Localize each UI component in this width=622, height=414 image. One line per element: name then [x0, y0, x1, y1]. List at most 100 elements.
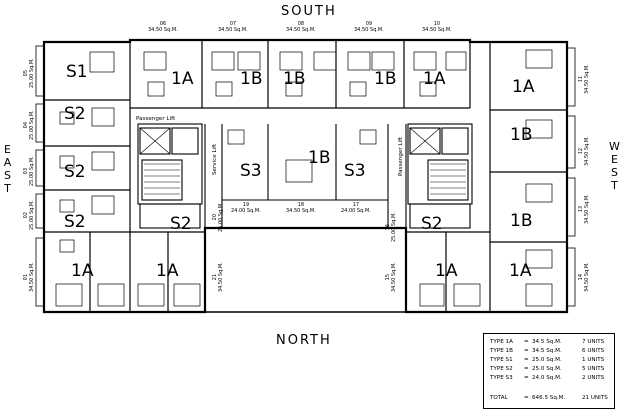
legend-total-area: 646.5 Sq.M.	[532, 395, 566, 401]
building-outline	[42, 38, 569, 314]
unit-type-label: 1A	[156, 261, 179, 281]
unit-area: 34.50 Sq.M.	[286, 27, 316, 33]
unit-type-label: S3	[240, 161, 262, 181]
legend-type: TYPE 1B	[490, 348, 513, 354]
unit-number: 07	[229, 21, 237, 27]
legend-eq: =	[524, 348, 529, 354]
unit-number: 10	[433, 21, 441, 27]
unit-type-label: 1A	[71, 261, 94, 281]
unit-type-label: S2	[170, 214, 192, 234]
unit-area: 34.50 Sq.M.	[391, 262, 397, 292]
unit-type-label: S2	[64, 162, 86, 182]
legend-units: 1 UNITS	[582, 357, 605, 363]
unit-type-label: 1B	[240, 69, 263, 89]
legend-row: TYPE S3 = 24.0 Sq.M. 2 UNITS	[490, 375, 610, 384]
unit-area: 24.00 Sq.M.	[341, 208, 371, 214]
unit-area: 25.00 Sq.M.	[218, 202, 224, 232]
unit-number: 09	[365, 21, 373, 27]
unit-number: 17	[352, 202, 360, 208]
legend-row: TYPE 1A = 34.5 Sq.M. 7 UNITS	[490, 339, 610, 348]
unit-type-label: S2	[421, 214, 443, 234]
furniture	[55, 49, 553, 307]
legend-total-label: TOTAL	[490, 395, 508, 401]
unit-number: 18	[297, 202, 305, 208]
legend-eq: =	[524, 395, 529, 401]
unit-type-label: 1A	[509, 261, 532, 281]
legend-units: 5 UNITS	[582, 366, 605, 372]
compass-north: NORTH	[276, 333, 332, 348]
unit-area: 34.50 Sq.M.	[584, 262, 590, 292]
unit-area: 34.50 Sq.M.	[286, 208, 316, 214]
unit-area: 34.50 Sq.M.	[218, 262, 224, 292]
unit-number: 06	[159, 21, 167, 27]
unit-area: 25.00 Sq.M.	[391, 212, 397, 242]
legend-row: TYPE 1B = 34.5 Sq.M. 6 UNITS	[490, 348, 610, 357]
unit-type-label: 1B	[374, 69, 397, 89]
unit-type-label: S3	[344, 161, 366, 181]
unit-area: 25.00 Sq.M.	[29, 200, 35, 230]
legend-eq: =	[524, 366, 529, 372]
unit-type-label: 1B	[283, 69, 306, 89]
legend-area: 34.5 Sq.M.	[532, 339, 562, 345]
unit-area: 25.00 Sq.M.	[29, 110, 35, 140]
unit-area: 34.50 Sq.M.	[148, 27, 178, 33]
core-walls	[137, 123, 473, 229]
unit-type-label: S2	[64, 104, 86, 124]
unit-type-label: S2	[64, 212, 86, 232]
service-lift-label: Service Lift	[212, 143, 218, 175]
legend-eq: =	[524, 339, 529, 345]
east-wing-walls	[44, 99, 205, 312]
unit-area: 25.00 Sq.M.	[29, 156, 35, 186]
unit-area: 34.50 Sq.M.	[584, 194, 590, 224]
stair-lines	[139, 127, 466, 195]
unit-type-label: 1A	[171, 69, 194, 89]
legend-area: 34.5 Sq.M.	[532, 348, 562, 354]
compass-east: EAST	[1, 143, 14, 195]
unit-type-label: 1B	[510, 125, 533, 145]
legend-row: TYPE S2 = 25.0 Sq.M. 5 UNITS	[490, 366, 610, 375]
unit-type-label: S1	[66, 62, 88, 82]
unit-number: 19	[242, 202, 250, 208]
legend-area: 25.0 Sq.M.	[532, 366, 562, 372]
unit-area: 25.00 Sq.M.	[29, 58, 35, 88]
legend-eq: =	[524, 375, 529, 381]
passenger-lift-label: Passenger Lift	[398, 136, 404, 176]
unit-type-label: 1B	[510, 211, 533, 231]
legend-area: 25.0 Sq.M.	[532, 357, 562, 363]
unit-number: 08	[297, 21, 305, 27]
courtyard	[205, 227, 407, 313]
unit-type-label: 1A	[423, 69, 446, 89]
compass-west: WEST	[608, 140, 621, 192]
unit-area: 34.50 Sq.M.	[29, 262, 35, 292]
legend-total-units: 21 UNITS	[582, 395, 608, 401]
south-wing-walls	[129, 40, 471, 109]
unit-area: 34.50 Sq.M.	[584, 64, 590, 94]
legend-row: TYPE S1 = 25.0 Sq.M. 1 UNITS	[490, 357, 610, 366]
unit-area: 34.50 Sq.M.	[354, 27, 384, 33]
legend-units: 6 UNITS	[582, 348, 605, 354]
west-wing-walls	[406, 42, 567, 312]
unit-area: 34.50 Sq.M.	[584, 136, 590, 166]
legend-type: TYPE S2	[490, 366, 513, 372]
